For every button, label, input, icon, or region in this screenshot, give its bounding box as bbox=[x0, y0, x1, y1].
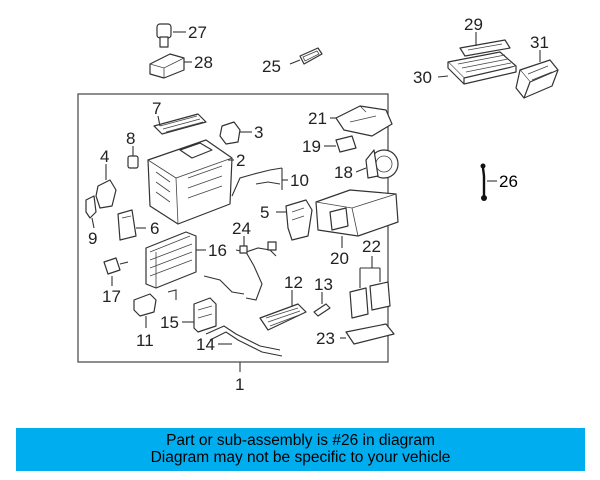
callout-4: 4 bbox=[100, 147, 109, 166]
callout-20: 20 bbox=[330, 249, 349, 268]
callout-13: 13 bbox=[314, 275, 333, 294]
callout-22: 22 bbox=[362, 237, 381, 256]
callout-23: 23 bbox=[316, 329, 335, 348]
part-24-wiring bbox=[203, 236, 277, 301]
callout-25: 25 bbox=[262, 57, 281, 76]
part-16-heater-core bbox=[145, 231, 206, 289]
callout-29: 29 bbox=[464, 15, 483, 34]
part-23-plate bbox=[340, 323, 395, 345]
callout-1: 1 bbox=[235, 375, 244, 394]
part-9-fitting bbox=[85, 195, 97, 229]
part-13-pin bbox=[313, 292, 331, 317]
hvac-parts-diagram: 27 28 25 29 30 31 7 21 3 8 19 4 2 18 10 … bbox=[77, 15, 559, 394]
callout-17: 17 bbox=[102, 287, 121, 306]
callout-11: 11 bbox=[136, 331, 154, 350]
part-18-blower bbox=[355, 149, 399, 179]
callout-26: 26 bbox=[499, 172, 518, 191]
part-3-bracket bbox=[219, 121, 252, 145]
callout-6: 6 bbox=[150, 219, 159, 238]
part-10-tube bbox=[231, 167, 288, 197]
callout-21: 21 bbox=[308, 109, 327, 128]
callout-19: 19 bbox=[302, 137, 321, 156]
part-17-sensor bbox=[103, 257, 129, 286]
part-22-filters bbox=[349, 256, 391, 319]
callout-14: 14 bbox=[196, 335, 215, 354]
part-6-actuator bbox=[117, 209, 146, 241]
part-14-tube bbox=[205, 325, 283, 357]
part-7-filter bbox=[153, 113, 207, 135]
callout-30: 30 bbox=[413, 68, 432, 87]
banner-line-part-number: Part or sub-assembly is #26 in diagram bbox=[166, 432, 435, 449]
part-2-hvac-case bbox=[147, 139, 234, 225]
part-27-sensor bbox=[156, 23, 186, 48]
part-20-blower-housing bbox=[315, 189, 399, 248]
part-28-actuator bbox=[149, 53, 192, 79]
callout-28: 28 bbox=[194, 53, 213, 72]
part-12-evaporator bbox=[259, 290, 307, 331]
assembly-frame bbox=[77, 93, 389, 363]
part-26-highlighted[interactable] bbox=[480, 163, 498, 202]
callout-15: 15 bbox=[160, 313, 179, 332]
callout-18: 18 bbox=[334, 163, 353, 182]
callout-2: 2 bbox=[236, 151, 245, 170]
callout-8: 8 bbox=[126, 129, 135, 148]
part-30-filter bbox=[437, 51, 517, 85]
callout-3: 3 bbox=[254, 123, 263, 142]
callout-24: 24 bbox=[232, 219, 251, 238]
callout-31: 31 bbox=[530, 33, 549, 52]
part-31-housing bbox=[515, 50, 559, 99]
part-29-filter bbox=[459, 32, 511, 57]
callout-9: 9 bbox=[88, 229, 97, 248]
part-8-valve bbox=[127, 146, 139, 169]
callout-27: 27 bbox=[188, 23, 207, 42]
part-19-bracket bbox=[324, 135, 357, 153]
part-21-duct bbox=[330, 105, 393, 137]
info-banner: Part or sub-assembly is #26 in diagram D… bbox=[16, 428, 585, 471]
callout-5: 5 bbox=[260, 203, 269, 222]
callout-7: 7 bbox=[152, 99, 161, 118]
part-11-bracket bbox=[133, 293, 157, 328]
part-25-door bbox=[289, 47, 323, 65]
banner-line-disclaimer: Diagram may not be specific to your vehi… bbox=[150, 449, 451, 466]
callout-16: 16 bbox=[208, 241, 227, 260]
callout-10: 10 bbox=[290, 171, 309, 190]
clip bbox=[167, 289, 177, 300]
part-4-servo bbox=[95, 164, 117, 209]
part-15-resistor bbox=[182, 297, 217, 333]
part-5-connector bbox=[276, 199, 313, 241]
callout-12: 12 bbox=[284, 273, 303, 292]
